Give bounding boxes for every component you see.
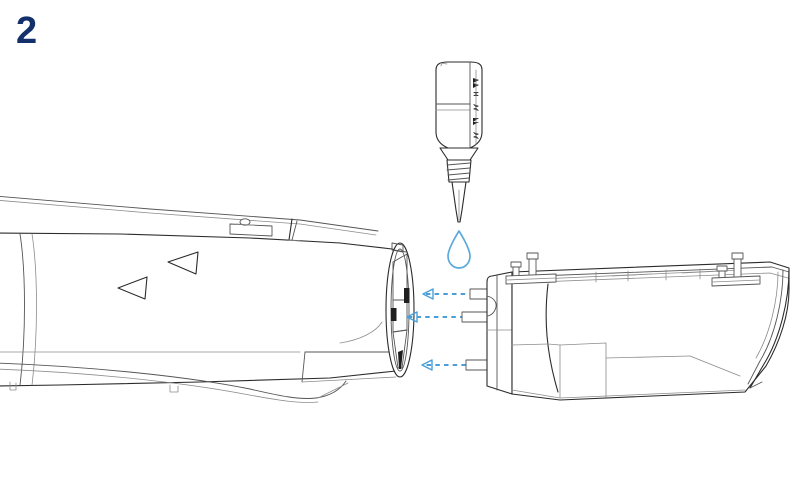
fuselage-top-hatch [229, 218, 273, 237]
bottle-body [435, 61, 483, 149]
tail-fin-tip [747, 269, 790, 389]
fuselage-upper-sweep [0, 195, 379, 236]
fuselage-fin-root-break [288, 218, 301, 242]
lower-access-panel [301, 351, 399, 383]
fuselage-marker-arrow-1 [117, 276, 148, 300]
fuselage-lower-tabs [9, 381, 179, 393]
tail-trailing-edge [511, 389, 746, 399]
bottle-nozzle [451, 181, 467, 223]
wing-root-fairing [0, 362, 349, 403]
alignment-pins-front [505, 252, 557, 285]
fuselage-marker-arrow-2 [167, 251, 199, 275]
glue-bottle [435, 61, 483, 269]
tail-root-rib [486, 271, 513, 395]
fuselage [0, 195, 415, 403]
bottle-brand-label [469, 62, 479, 148]
fuselage-canopy-seam [19, 233, 37, 386]
bottle-shoulder [439, 147, 479, 161]
alignment-pin-front-a [510, 261, 522, 279]
alignment-pin-rear-b [731, 252, 744, 279]
assembly-arrow-middle [406, 311, 508, 323]
alignment-pins-rear [711, 252, 761, 287]
bottle-threaded-neck [446, 159, 472, 183]
tail-body [511, 261, 790, 401]
alignment-pin-front-b [526, 252, 539, 277]
tail-section [461, 252, 790, 401]
rear-elliptical-opening [385, 242, 415, 378]
tail-panel-lines [511, 283, 741, 399]
step-number: 2 [16, 10, 37, 52]
glue-droplet [447, 230, 471, 269]
bottle-label-text [473, 78, 479, 139]
fuselage-body [0, 232, 410, 387]
